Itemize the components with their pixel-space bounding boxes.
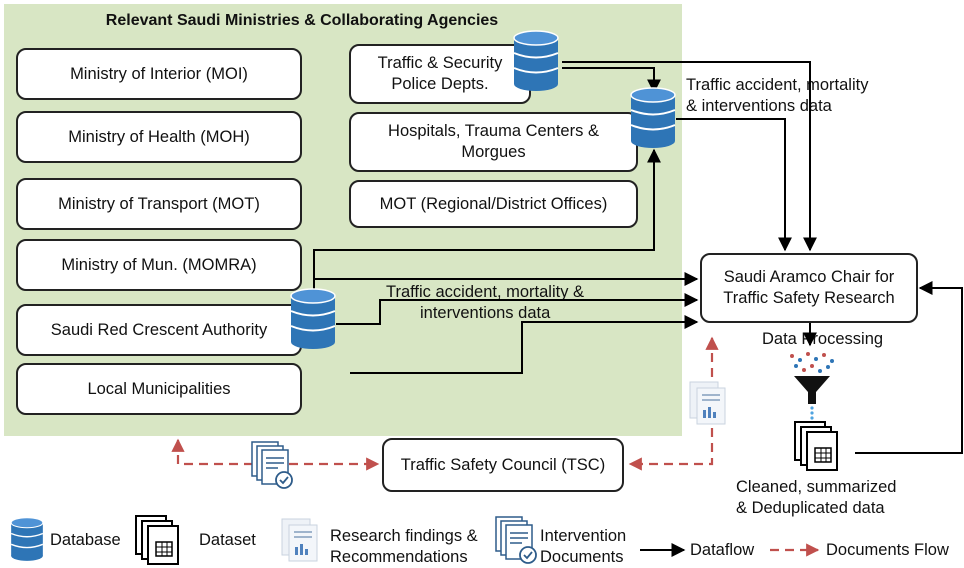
local-municipalities-label: Local Municipalities: [87, 379, 231, 398]
hospitals-line2: Morgues: [461, 143, 526, 161]
cleaned-label-1: Cleaned, summarized: [736, 478, 897, 496]
aramco-chair-line2: Traffic Safety Research: [723, 289, 895, 307]
mid-flow-label-1: Traffic accident, mortality &: [386, 283, 585, 301]
ministry-moi-box: Ministry of Interior (MOI): [16, 48, 302, 100]
police-depts-line1: Traffic & Security: [377, 54, 503, 72]
top-flow-label-1: Traffic accident, mortality: [686, 76, 869, 94]
police-depts-line2: Police Depts.: [391, 75, 489, 93]
red-crescent-label: Saudi Red Crescent Authority: [50, 320, 268, 339]
research-findings-icon: [689, 381, 726, 425]
processing-particles-icon: [790, 352, 834, 373]
mot-regional-label: MOT (Regional/District Offices): [379, 194, 608, 213]
legend-dataset-label: Dataset: [199, 531, 256, 549]
aramco-chair-line1: Saudi Aramco Chair for: [723, 268, 895, 286]
cleaned-label-2: & Deduplicated data: [736, 499, 885, 517]
legend-intervention-documents-icon: [495, 516, 537, 564]
red-crescent-database-icon: [290, 288, 336, 350]
ministry-moh-box: Ministry of Health (MOH): [16, 111, 302, 163]
funnel-icon: [794, 376, 830, 420]
local-municipalities-box: Local Municipalities: [16, 363, 302, 415]
police-database-icon: [513, 30, 559, 92]
legend-docs-flow-label: Documents Flow: [826, 541, 949, 559]
legend-database-icon: [10, 516, 44, 562]
mot-regional-box: MOT (Regional/District Offices): [349, 180, 638, 228]
ministry-mot-box: Ministry of Transport (MOT): [16, 178, 302, 230]
legend-research-findings-icon: [281, 518, 318, 562]
ministry-moi-label: Ministry of Interior (MOI): [70, 64, 248, 83]
legend-intervention-label-2: Documents: [540, 548, 624, 566]
tsc-box: Traffic Safety Council (TSC): [382, 438, 624, 492]
ministry-moh-label: Ministry of Health (MOH): [68, 127, 250, 146]
legend-intervention-label-1: Intervention: [540, 527, 627, 545]
cleaned-dataset-icon: [794, 421, 838, 471]
legend-dataflow-label: Dataflow: [690, 541, 755, 559]
tsc-label: Traffic Safety Council (TSC): [400, 455, 606, 474]
ministry-momra-box: Ministry of Mun. (MOMRA): [16, 239, 302, 291]
legend-findings-label-1: Research findings &: [330, 527, 478, 545]
panel-title: Relevant Saudi Ministries & Collaboratin…: [105, 12, 499, 29]
hospitals-database-icon: [630, 87, 676, 149]
hospitals-box: Hospitals, Trauma Centers & Morgues: [349, 112, 638, 172]
red-crescent-box: Saudi Red Crescent Authority: [16, 304, 302, 356]
data-processing-label: Data Processing: [762, 330, 884, 348]
legend-dataset-icon: [135, 515, 179, 565]
legend-findings-label-2: Recommendations: [330, 548, 468, 566]
mid-flow-label-2: interventions data: [420, 304, 551, 322]
hospitals-line1: Hospitals, Trauma Centers &: [388, 122, 599, 140]
ministry-mot-label: Ministry of Transport (MOT): [58, 194, 260, 213]
intervention-documents-icon: [251, 441, 293, 489]
legend-database-label: Database: [50, 531, 121, 549]
ministry-momra-label: Ministry of Mun. (MOMRA): [61, 255, 257, 274]
top-flow-label-2: & interventions data: [686, 97, 832, 115]
